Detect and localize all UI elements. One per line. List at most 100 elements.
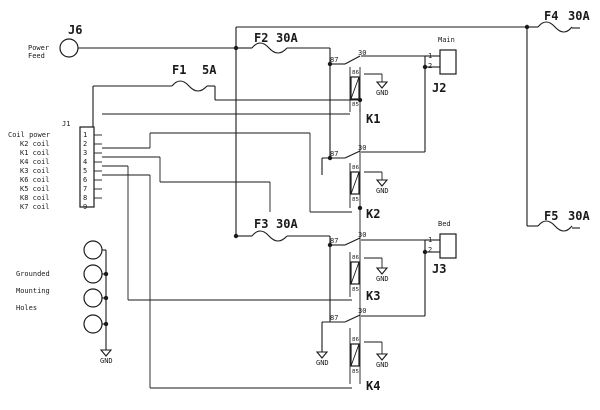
ground-k4: GND xyxy=(375,353,389,369)
fuse-f1-rating: 5A xyxy=(202,63,217,77)
relay-k2-pin87: 87 xyxy=(330,150,338,158)
mounting-label-line3: Holes xyxy=(16,304,37,312)
ground-label: GND xyxy=(376,275,389,283)
j1-pin-label: K4 coil xyxy=(20,158,50,166)
j1-pin-2: K2 coil 2 xyxy=(20,140,102,148)
fuse-f5: F5 30A xyxy=(537,209,590,232)
ground-mounting: GND xyxy=(99,349,113,365)
wiring xyxy=(78,26,580,389)
j1-pin-7: K5 coil 7 xyxy=(20,185,102,193)
relay-k4-pin30: 30 xyxy=(358,307,366,315)
relay-k3-pin30: 30 xyxy=(358,231,366,239)
relay-k4-ref: K4 xyxy=(366,379,380,393)
connector-j6: J6 Power Feed xyxy=(28,23,82,60)
j1-pin-num: 2 xyxy=(83,140,87,148)
mounting-holes: Grounded Mounting Holes xyxy=(16,240,103,334)
j1-pin-num: 7 xyxy=(83,185,87,193)
j1-pin-label: K7 coil xyxy=(20,203,50,211)
j1-pin-5: K3 coil 5 xyxy=(20,167,102,175)
connector-j2: Main 1 2 J2 xyxy=(428,36,457,95)
connector-j1: J1 Coil power 1 K2 coil 2 K1 coil 3 K4 c… xyxy=(8,120,102,211)
ground-icon xyxy=(315,351,329,359)
relay-k1-pin86: 86 xyxy=(352,70,359,76)
ground-label: GND xyxy=(376,187,389,195)
relay-k3: 87 30 86 85 K3 xyxy=(330,231,380,303)
j2-name: Main xyxy=(438,36,455,44)
j6-label-line1: Power xyxy=(28,44,49,52)
relay-k3-pin85: 85 xyxy=(352,287,359,293)
fuse-f2: F2 30A xyxy=(251,31,298,54)
fuse-f4-icon xyxy=(537,21,573,33)
ground-icon xyxy=(99,349,113,357)
mounting-hole-icon xyxy=(83,240,103,260)
j1-pin-label: Coil power xyxy=(8,131,50,139)
relay-k4-pin87: 87 xyxy=(330,314,338,322)
fuse-f5-rating: 30A xyxy=(568,209,590,223)
relay-k4: 87 30 86 85 K4 xyxy=(330,307,380,393)
j3-ref: J3 xyxy=(432,262,446,276)
j1-pin-3: K1 coil 3 xyxy=(20,149,102,157)
relay-k2-pin85: 85 xyxy=(352,197,359,203)
mounting-hole-icon xyxy=(83,314,103,334)
fuse-f3-rating: 30A xyxy=(276,217,298,231)
j1-pin-num: 1 xyxy=(83,131,87,139)
j2-body xyxy=(439,49,457,75)
connector-j3: Bed 1 2 J3 xyxy=(428,220,457,276)
relay-k3-pin86: 86 xyxy=(352,255,359,261)
j2-pin1: 1 xyxy=(428,52,432,60)
relay-k2-pin86: 86 xyxy=(352,165,359,171)
relay-k3-ref: K3 xyxy=(366,289,380,303)
j1-pin-1: Coil power 1 xyxy=(8,131,102,139)
relay-k1-ref: K1 xyxy=(366,112,380,126)
ground-k3: GND xyxy=(375,267,389,283)
fuse-f1-ref: F1 xyxy=(172,63,186,77)
relay-k1-pin30: 30 xyxy=(358,49,366,57)
ground-label: GND xyxy=(376,89,389,97)
ground-label: GND xyxy=(100,357,113,365)
j1-pin-9: K7 coil 9 xyxy=(20,203,87,211)
j1-pin-list: Coil power 1 K2 coil 2 K1 coil 3 K4 coil… xyxy=(8,131,102,211)
fuse-f1-icon xyxy=(171,80,208,92)
j1-pin-num: 6 xyxy=(83,176,87,184)
j1-pin-num: 9 xyxy=(83,203,87,211)
ground-icon xyxy=(375,179,389,187)
fuse-f5-icon xyxy=(537,220,573,232)
j3-pin2: 2 xyxy=(428,246,432,254)
j1-pin-label: K3 coil xyxy=(20,167,50,175)
j1-pin-num: 8 xyxy=(83,194,87,202)
relay-k3-pin87: 87 xyxy=(330,237,338,245)
mounting-label-line1: Grounded xyxy=(16,270,50,278)
mounting-label-line2: Mounting xyxy=(16,287,50,295)
relay-k2: 87 30 86 85 K2 xyxy=(330,144,380,221)
ground-k2: GND xyxy=(375,179,389,195)
fuse-f4-rating: 30A xyxy=(568,9,590,23)
relay-k4-pin86: 86 xyxy=(352,337,359,343)
fuse-f2-ref: F2 xyxy=(254,31,268,45)
j2-ref: J2 xyxy=(432,81,446,95)
relay-k1-pin85: 85 xyxy=(352,102,359,108)
mounting-hole-icon xyxy=(83,288,103,308)
ground-icon xyxy=(375,353,389,361)
j6-ref: J6 xyxy=(68,23,82,37)
fuse-f3-icon xyxy=(251,230,288,242)
fuse-f3: F3 30A xyxy=(251,217,298,242)
relay-k1-pin87: 87 xyxy=(330,56,338,64)
j3-body xyxy=(439,233,457,259)
relay-k2-ref: K2 xyxy=(366,207,380,221)
fuse-f2-rating: 30A xyxy=(276,31,298,45)
fuse-f4-ref: F4 xyxy=(544,9,558,23)
j1-pin-6: K6 coil 6 xyxy=(20,176,102,184)
j1-pin-label: K8 coil xyxy=(20,194,50,202)
j1-pin-label: K1 coil xyxy=(20,149,50,157)
junction-dots xyxy=(103,24,530,327)
relay-k4-pin85: 85 xyxy=(352,369,359,375)
j2-pin2: 2 xyxy=(428,62,432,70)
j3-pin1: 1 xyxy=(428,236,432,244)
ground-icon xyxy=(375,267,389,275)
fuse-f2-icon xyxy=(251,42,288,54)
mounting-hole-icon xyxy=(83,264,103,284)
ground-label: GND xyxy=(316,359,329,367)
j1-pin-label: K2 coil xyxy=(20,140,50,148)
j1-pin-num: 5 xyxy=(83,167,87,175)
